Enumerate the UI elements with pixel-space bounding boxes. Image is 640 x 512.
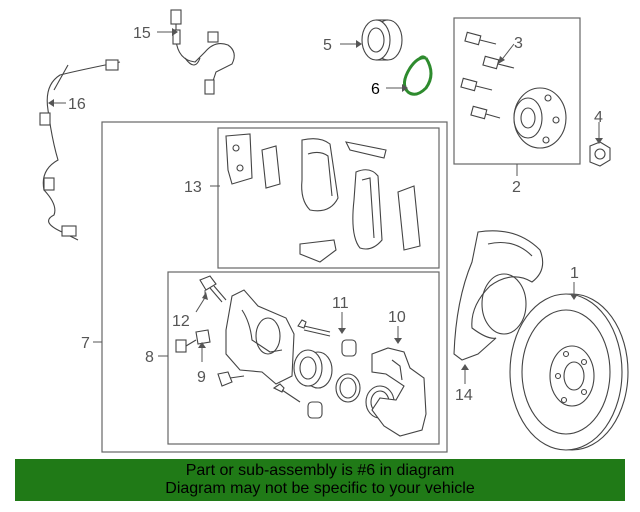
brake-hose-part [170, 9, 235, 95]
banner-line-2: Diagram may not be specific to your vehi… [165, 480, 475, 497]
caliper-bracket-part [371, 347, 427, 437]
caliper-housing-box [167, 271, 440, 445]
callout-8: 8 [145, 349, 154, 366]
snap-ring-part [403, 55, 433, 96]
brake-pad-kit-box [217, 127, 440, 269]
callout-13: 13 [184, 179, 202, 196]
brake-pads-part [225, 133, 421, 263]
callout-4: 4 [594, 109, 603, 126]
caliper-assembly-box [101, 121, 448, 453]
info-banner: Part or sub-assembly is #6 in diagram Di… [15, 459, 625, 501]
hub-nut-part [589, 141, 611, 167]
callout-10: 10 [388, 309, 406, 326]
callout-2: 2 [512, 179, 521, 196]
callout-7: 7 [81, 335, 90, 352]
callout-11: 11 [332, 295, 349, 312]
callout-1: 1 [570, 265, 579, 282]
callout-5: 5 [323, 37, 332, 54]
guide-bolt-part [199, 275, 227, 303]
dust-shield-part [453, 230, 544, 361]
callout-6: 6 [371, 81, 380, 98]
wheel-bearing-part [361, 19, 403, 61]
brake-disc-part [509, 293, 629, 451]
abs-sensor-wire-part [39, 59, 121, 241]
wheel-hub-part [513, 87, 567, 149]
leader-lines [48, 28, 603, 384]
caliper-piston-part [293, 349, 333, 389]
hub-bolts-part [460, 31, 515, 120]
callout-3: 3 [514, 35, 523, 52]
callout-15: 15 [133, 25, 151, 42]
bleeder-screw-part [175, 329, 211, 353]
caliper-bolt-part [217, 371, 245, 387]
callout-14: 14 [455, 387, 473, 404]
callout-16: 16 [68, 96, 86, 113]
callout-12: 12 [172, 313, 190, 330]
callout-9: 9 [197, 369, 206, 386]
caliper-housing-part [225, 289, 295, 385]
guide-pin-part [272, 319, 357, 419]
banner-line-1: Part or sub-assembly is #6 in diagram [185, 462, 455, 479]
